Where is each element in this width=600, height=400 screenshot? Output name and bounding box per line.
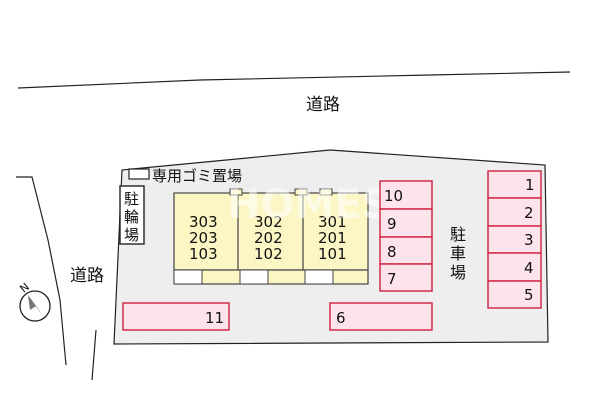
trash-area-box bbox=[128, 168, 150, 180]
parking-slot-5 bbox=[487, 280, 542, 309]
parking-slot-4 bbox=[487, 252, 542, 282]
unit-label: 302 bbox=[254, 213, 283, 231]
unit-label: 101 bbox=[318, 245, 347, 263]
bike-parking-box bbox=[119, 185, 145, 245]
bike-parking-label-1: 駐 bbox=[124, 190, 139, 208]
parking-slot-1 bbox=[487, 170, 542, 199]
unit-label: 102 bbox=[254, 245, 283, 263]
balcony-notch-2 bbox=[294, 188, 308, 196]
parking-slot-label: 10 bbox=[384, 187, 403, 205]
trash-area-label: 専用ゴミ置場 bbox=[152, 167, 242, 185]
left-road-edge-inner bbox=[91, 329, 97, 381]
parking-slot-11 bbox=[122, 302, 230, 331]
parking-slot-7 bbox=[379, 263, 433, 292]
car-parking-label-1: 駐 bbox=[450, 225, 466, 244]
bike-parking-label-2: 輪 bbox=[124, 208, 139, 226]
left-road-edge-outer bbox=[16, 176, 67, 366]
left-road-label: 道路 bbox=[70, 266, 104, 286]
unit-label: 103 bbox=[189, 245, 218, 263]
unit-label: 203 bbox=[189, 229, 218, 247]
building-footprint bbox=[173, 192, 369, 271]
unit-label: 303 bbox=[189, 213, 218, 231]
parking-slot-label: 9 bbox=[387, 215, 397, 233]
parking-slot-2 bbox=[487, 197, 542, 227]
parking-slot-label: 8 bbox=[387, 243, 397, 261]
parking-slot-6 bbox=[329, 302, 433, 331]
bike-parking-label-3: 場 bbox=[124, 226, 139, 244]
entrance-3 bbox=[304, 269, 334, 285]
parking-slot-label: 11 bbox=[205, 309, 224, 327]
building: 303 203 103 302 202 102 301 201 101 bbox=[173, 188, 369, 285]
unit-label: 202 bbox=[254, 229, 283, 247]
top-road-edge bbox=[17, 71, 571, 89]
balcony-notch-1 bbox=[229, 188, 243, 196]
compass: N bbox=[17, 280, 51, 322]
balcony-notch-3 bbox=[319, 188, 333, 196]
parking-slot-label: 1 bbox=[525, 176, 535, 194]
unit-label: 301 bbox=[318, 213, 347, 231]
building-lower-band bbox=[173, 269, 369, 285]
parking-slot-label: 5 bbox=[524, 286, 534, 304]
parking-slot-10 bbox=[379, 180, 433, 210]
parking-slot-label: 6 bbox=[336, 309, 346, 327]
parking-slot-label: 3 bbox=[524, 231, 534, 249]
entrance-1 bbox=[173, 269, 203, 285]
parking-slot-label: 4 bbox=[524, 259, 534, 277]
top-road-label: 道路 bbox=[306, 95, 340, 115]
car-parking-label-2: 車 bbox=[450, 244, 466, 263]
unit-label: 201 bbox=[318, 229, 347, 247]
car-parking-label-3: 場 bbox=[450, 263, 466, 282]
parking-slot-label: 7 bbox=[387, 270, 397, 288]
watermark: HOMES bbox=[227, 182, 390, 228]
parking-slot-label: 2 bbox=[524, 204, 534, 222]
entrance-2 bbox=[239, 269, 269, 285]
